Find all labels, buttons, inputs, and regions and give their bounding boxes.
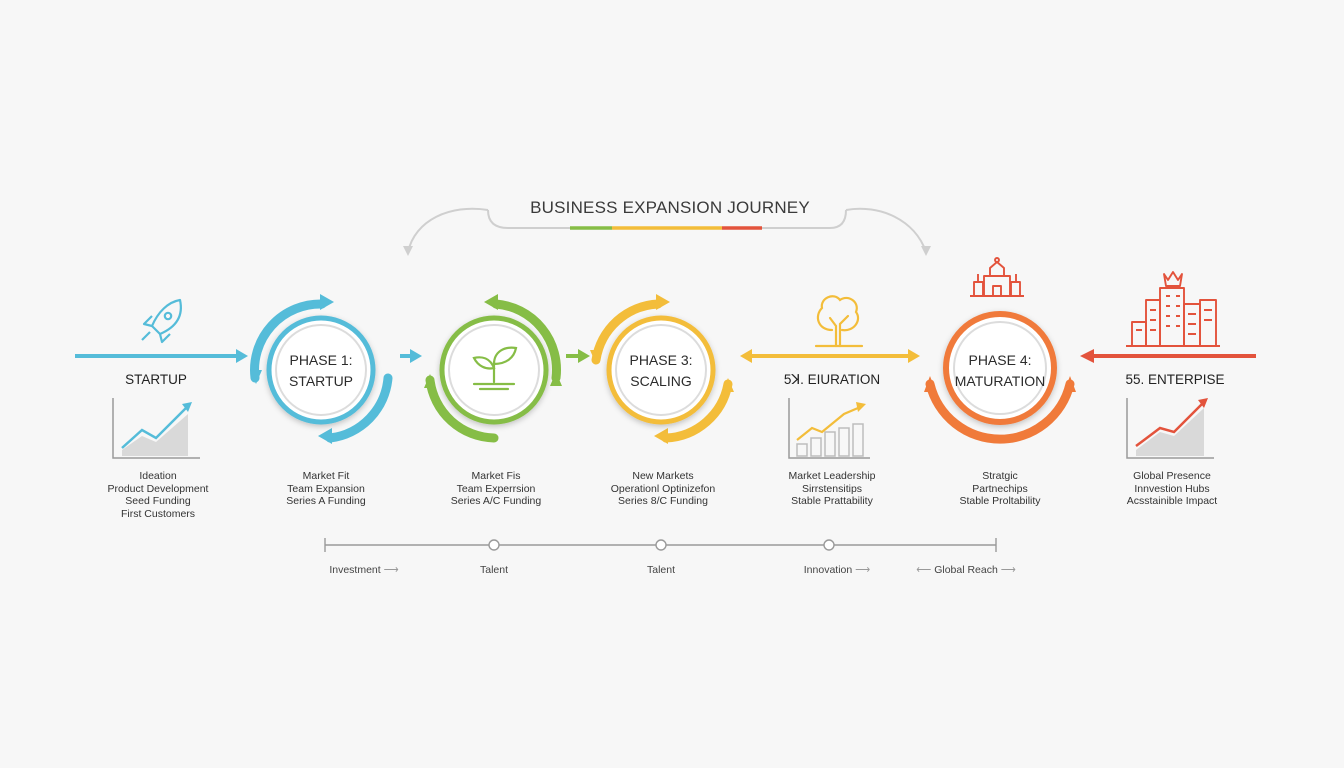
list-item: Partnechips <box>972 482 1028 495</box>
phase-3-items: New Markets Operationl Optinizefon Serie… <box>578 470 748 508</box>
list-item: Market Fis <box>471 470 521 482</box>
flow-arrow-phase2-to-phase3 <box>566 349 590 363</box>
list-item: Sirrstensitips <box>801 482 863 495</box>
flow-arrow-enterprise <box>1080 349 1256 363</box>
castle-icon <box>970 257 1024 297</box>
list-item: Series A/C Funding <box>450 495 542 508</box>
list-item: Product Development <box>107 482 209 495</box>
timeline-label-innovation: Innovation ⟶ <box>777 564 897 576</box>
timeline-node <box>823 539 835 551</box>
phase-4-label-line1: PHASE 4: <box>968 352 1032 368</box>
phase-1-label-line1: PHASE 1: <box>289 352 353 368</box>
phase-1-circle <box>266 315 376 425</box>
phase-2-items: Market Fis Team Experrsion Series A/C Fu… <box>411 470 581 508</box>
phase-1-items: Market Fit Team Expansion Series A Fundi… <box>241 470 411 508</box>
phase-1-label-line2: STARTUP <box>288 373 354 389</box>
list-item: Team Expansion <box>287 482 365 495</box>
arrow-right-icon: ⟶ <box>1000 564 1016 576</box>
stage-label-maturation: 5ꓘ. EIURATION <box>783 372 881 387</box>
timeline-label-text: Global Reach <box>934 564 998 576</box>
list-item: Stratgic <box>982 470 1018 482</box>
stage-enterprise-items: Global Presence Innvestion Hubs Acsstain… <box>1087 470 1257 508</box>
list-item: Seed Funding <box>125 495 191 508</box>
list-item: Series 8/C Funding <box>618 495 708 508</box>
flow-arrow-maturation-double <box>740 349 920 363</box>
list-item: Market Fit <box>302 470 350 482</box>
list-item: Acsstainible Impact <box>1126 495 1218 508</box>
phase-3-label-line1: PHASE 3: <box>629 352 693 368</box>
phase-3-circle <box>606 315 716 425</box>
timeline-node <box>655 539 667 551</box>
phase-4-cycle-ring <box>924 376 1076 444</box>
flow-arrow-phase1-to-phase2 <box>400 349 422 363</box>
list-item: Stable Prattability <box>791 495 873 508</box>
flow-arrow-startup <box>75 349 248 363</box>
growth-chart-icon-enterprise <box>1126 398 1214 459</box>
phase-3-cycle-ring <box>590 294 734 444</box>
stage-startup-items: Ideation Product Development Seed Fundin… <box>73 470 243 520</box>
list-item: New Markets <box>632 470 694 482</box>
timeline <box>324 538 997 552</box>
timeline-label-investment: Investment ⟶ <box>304 564 424 576</box>
stage-maturation-items: Market Leadership Sirrstensitips Stable … <box>747 470 917 508</box>
phase-3-label: PHASE 3: SCALING <box>606 350 716 392</box>
diagram-title: BUSINESS EXPANSION JOURNEY <box>530 198 810 217</box>
phase-4-circle <box>943 311 1057 425</box>
stage-label-enterprise: 55. ENTERPISE <box>1125 372 1225 387</box>
phase-1-label: PHASE 1: STARTUP <box>266 350 376 392</box>
list-item: Series A Funding <box>286 495 366 508</box>
phase-4-items: Stratgic Partnechips Stable Proltability <box>915 470 1085 508</box>
arrow-right-icon: ⟶ <box>855 564 871 576</box>
list-item: Innvestion Hubs <box>1134 482 1210 495</box>
timeline-label-text: Innovation <box>803 564 853 576</box>
bar-growth-chart-icon-maturation <box>788 398 870 459</box>
growth-chart-icon-startup <box>112 398 200 459</box>
list-item: Market Leadership <box>788 470 876 482</box>
arrow-left-icon: ⟵ <box>916 564 932 576</box>
phase-1-cycle-ring <box>250 294 393 444</box>
phase-3-label-line2: SCALING <box>630 373 692 389</box>
skyline-icon <box>1126 271 1220 347</box>
stage-label-startup: STARTUP <box>125 372 187 387</box>
timeline-label-talent-1: Talent <box>479 564 509 576</box>
list-item: Ideation <box>139 470 177 482</box>
phase-4-label: PHASE 4: MATURATION <box>945 350 1055 392</box>
sprout-icon <box>472 346 518 391</box>
arrow-right-icon: ⟶ <box>383 564 399 576</box>
timeline-label-global-reach: ⟵ Global Reach ⟶ <box>906 564 1026 576</box>
rocket-icon <box>141 298 182 344</box>
list-item: Stable Proltability <box>959 495 1041 508</box>
timeline-node <box>488 539 500 551</box>
list-item: Operationl Optinizefon <box>610 482 716 495</box>
timeline-label-text: Investment <box>329 564 381 576</box>
phase-4-label-line2: MATURATION <box>954 373 1046 389</box>
timeline-label-talent-2: Talent <box>646 564 676 576</box>
tree-icon <box>814 295 864 348</box>
phase-2-cycle-ring <box>424 294 562 443</box>
list-item: Global Presence <box>1133 470 1211 482</box>
list-item: Team Experrsion <box>456 482 536 495</box>
list-item: First Customers <box>120 507 196 520</box>
